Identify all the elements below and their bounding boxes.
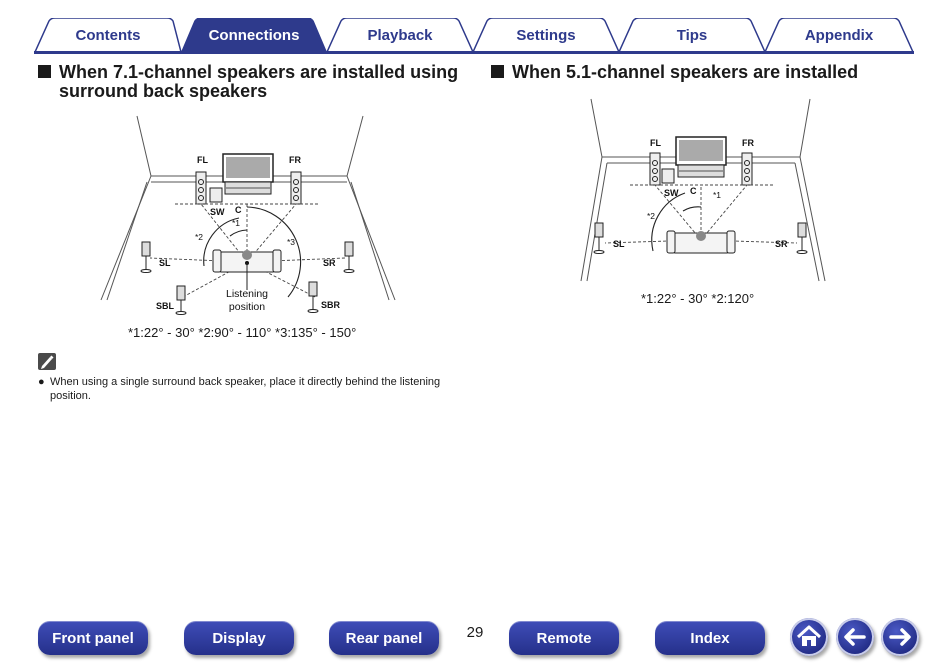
label-sl: SL [159, 258, 171, 268]
room-right-wall [799, 156, 826, 282]
note-body: When using a single surround back speake… [50, 376, 441, 402]
tab-contents-label: Contents [75, 26, 141, 44]
label-c: C [235, 205, 242, 215]
listener-sofa-icon [212, 249, 282, 290]
surround-right-speaker-icon [796, 222, 808, 254]
arrow-right-icon [889, 628, 911, 646]
display-button[interactable]: Display [184, 621, 294, 655]
front-right-speaker-icon [741, 152, 753, 186]
label-fl: FL [197, 155, 208, 165]
label-c: C [690, 186, 697, 196]
tab-settings[interactable]: Settings [472, 18, 620, 52]
heading-square-icon [38, 65, 51, 78]
diagram-5ch: FL FR SW C SL SR *1 *2 [575, 95, 835, 285]
label-sbl: SBL [156, 301, 175, 311]
diagram-5ch-svg: FL FR SW C SL SR *1 *2 [580, 98, 826, 282]
label-fr: FR [289, 155, 301, 165]
heading-5ch-text: When 5.1-channel speakers are installed [512, 62, 859, 82]
subwoofer-icon [661, 168, 675, 184]
tv-icon [675, 136, 727, 178]
surround-left-speaker-icon [140, 241, 152, 273]
pencil-note-icon [38, 353, 56, 370]
front-right-speaker-icon [290, 171, 302, 205]
tab-appendix[interactable]: Appendix [764, 18, 914, 52]
rear-panel-button[interactable]: Rear panel [329, 621, 439, 655]
label-sl: SL [613, 239, 625, 249]
remote-button[interactable]: Remote [509, 621, 619, 655]
surround-right-speaker-icon [343, 241, 355, 273]
room-left-wall [100, 175, 152, 301]
front-left-speaker-icon [195, 171, 207, 205]
label-sr: SR [775, 239, 788, 249]
listener-sofa-icon [666, 230, 736, 254]
mark-2: *2 [195, 232, 203, 242]
tab-playback[interactable]: Playback [326, 18, 474, 52]
heading-7ch-line2: surround back speakers [59, 81, 268, 101]
note-bullet: ● [38, 376, 45, 388]
heading-7ch-line1: When 7.1-channel speakers are installed … [59, 62, 459, 82]
tab-contents[interactable]: Contents [34, 18, 182, 52]
tab-appendix-label: Appendix [804, 26, 874, 44]
angles-7ch: *1:22° - 30° *2:90° - 110° *3:135° - 150… [128, 325, 357, 340]
index-button[interactable]: Index [655, 621, 765, 655]
heading-5ch: When 5.1-channel speakers are installed [491, 63, 911, 82]
arrow-left-icon [844, 628, 866, 646]
heading-7ch: When 7.1-channel speakers are installed … [38, 63, 478, 101]
label-fr: FR [742, 138, 754, 148]
heading-square-icon [491, 65, 504, 78]
subwoofer-icon [209, 187, 223, 203]
back-button[interactable] [836, 618, 874, 656]
home-icon [796, 625, 822, 646]
mark-3: *3 [287, 237, 295, 247]
front-panel-button[interactable]: Front panel [38, 621, 148, 655]
mark-1: *1 [232, 218, 240, 228]
tab-playback-label: Playback [367, 26, 433, 44]
surround-back-right-speaker-icon [307, 281, 319, 313]
listening-position-line2: position [229, 301, 265, 313]
tab-connections[interactable]: Connections [180, 18, 328, 52]
listening-position-line1: Listening [226, 288, 268, 300]
tv-icon [222, 153, 274, 195]
page-number: 29 [466, 624, 484, 641]
note-text-block: ● When using a single surround back spea… [38, 375, 458, 403]
label-sr: SR [323, 258, 336, 268]
mark-2: *2 [647, 211, 655, 221]
room-right-wall [346, 175, 396, 301]
diagram-7ch: FL FR SW C SL SR SBL SBR *1 *2 *3 Listen… [95, 112, 405, 322]
forward-button[interactable] [881, 618, 919, 656]
surround-back-left-speaker-icon [175, 285, 187, 315]
room-left-wall [580, 156, 603, 282]
label-sw: SW [664, 188, 679, 198]
front-left-speaker-icon [649, 152, 661, 186]
surround-left-speaker-icon [593, 222, 605, 254]
diagram-7ch-svg: FL FR SW C SL SR SBL SBR *1 *2 *3 Listen… [100, 115, 396, 315]
tab-tips-label: Tips [676, 26, 708, 44]
tab-baseline [34, 51, 914, 54]
tab-tips[interactable]: Tips [618, 18, 766, 52]
home-button[interactable] [790, 618, 828, 656]
tab-settings-label: Settings [516, 26, 576, 44]
mark-1: *1 [713, 190, 721, 200]
tab-connections-label: Connections [208, 26, 300, 44]
top-tab-bar: Contents Connections Playback Settings T… [34, 16, 914, 54]
angles-5ch: *1:22° - 30° *2:120° [641, 291, 755, 306]
label-sbr: SBR [321, 300, 341, 310]
label-fl: FL [650, 138, 661, 148]
label-sw: SW [210, 207, 225, 217]
